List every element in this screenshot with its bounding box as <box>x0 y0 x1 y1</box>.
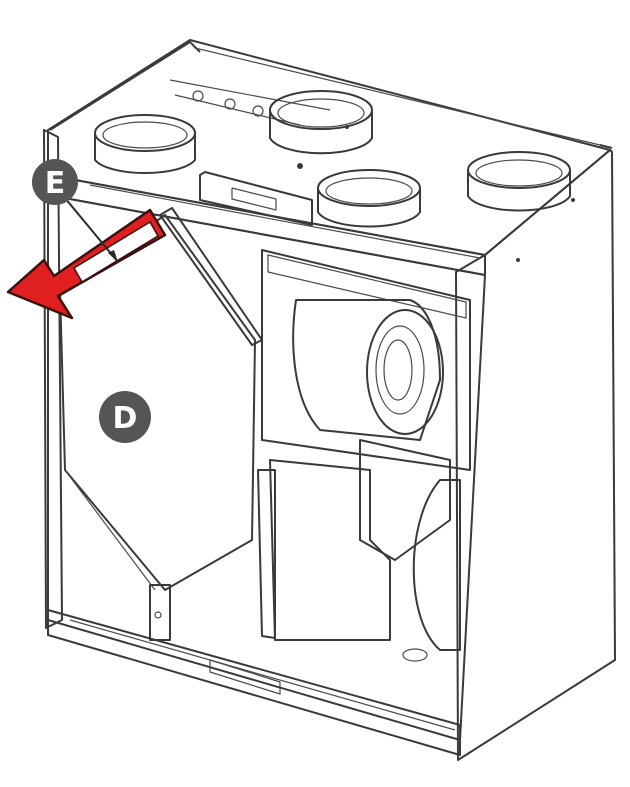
callout-e: E <box>32 159 78 205</box>
callout-e-label: E <box>45 166 66 201</box>
cabinet-side-panel <box>455 144 616 761</box>
fan-lower <box>257 439 461 662</box>
fan-upper <box>261 249 471 471</box>
pull-out-arrow <box>6 191 167 320</box>
duct-connector-4 <box>467 151 571 212</box>
duct-connector-3 <box>317 169 421 228</box>
duct-connector-2 <box>269 90 373 155</box>
duct-connector-1 <box>94 114 196 175</box>
cabinet-base <box>47 609 461 756</box>
callout-d: D <box>99 391 151 443</box>
heat-exchanger <box>59 207 263 641</box>
callout-d-label: D <box>113 401 138 436</box>
